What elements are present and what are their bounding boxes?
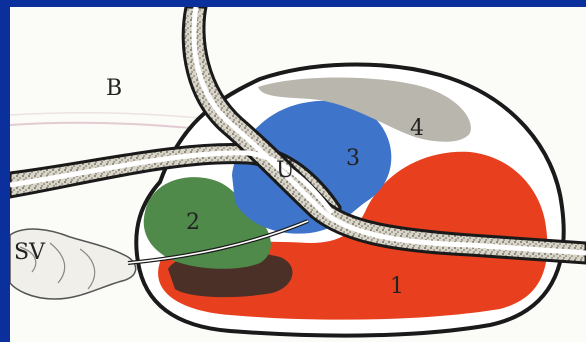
label-zone-3: 3: [346, 146, 360, 171]
label-seminal-vesicle: SV: [14, 240, 46, 265]
prostate-zones-diagram: B U SV 1 2 3 4: [10, 7, 586, 342]
bladder-region: [10, 113, 210, 129]
label-zone-1: 1: [390, 274, 404, 299]
label-bladder: B: [106, 76, 122, 101]
label-urethra: U: [276, 158, 295, 183]
label-zone-2: 2: [186, 210, 200, 235]
diagram-panel: B U SV 1 2 3 4: [10, 7, 586, 342]
label-zone-4: 4: [410, 116, 424, 141]
